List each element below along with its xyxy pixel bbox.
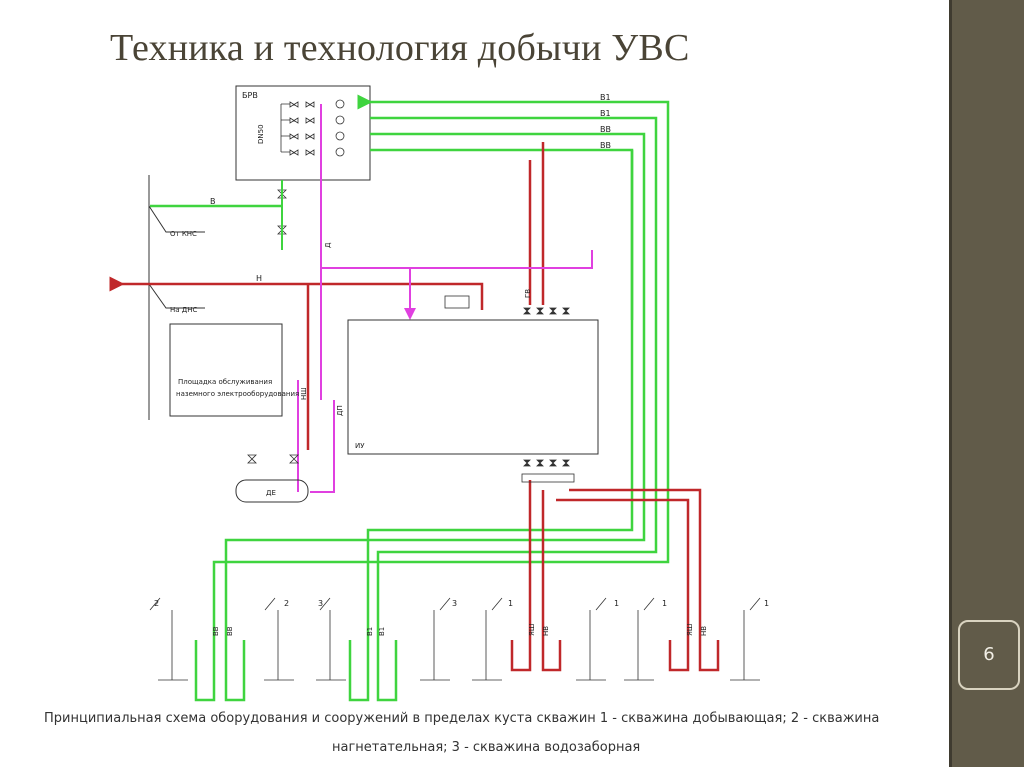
platform-label-2: наземного электрооборудования <box>176 390 299 398</box>
drain-label: Д <box>324 242 332 248</box>
slide-canvas <box>0 0 949 767</box>
green-water-lines <box>150 94 670 640</box>
nsh-label: НШ <box>300 387 308 400</box>
well-number-5: 1 <box>508 599 513 608</box>
well-number-4: 3 <box>452 599 457 608</box>
pair-label-2: ВВ <box>226 626 234 636</box>
iu-top-valves <box>444 295 570 315</box>
water-line-label: В <box>210 197 216 206</box>
brv-label: БРВ <box>242 91 258 100</box>
line-label-3: ВВ <box>600 125 611 134</box>
line-labels: В1 В1 ВВ ВВ В Н От КНС На ДНС <box>170 93 611 314</box>
page-number-badge: 6 <box>958 620 1020 690</box>
dr-label: ДП <box>336 405 344 416</box>
from-kns-label: От КНС <box>170 230 197 238</box>
dn-label: DN50 <box>257 124 265 144</box>
iu-block: ИУ НШ ДП Д ГВ <box>300 242 599 483</box>
page-number: 6 <box>983 644 995 665</box>
gv-label: ГВ <box>524 289 532 298</box>
red-oil-lines <box>109 142 702 640</box>
well-heads <box>149 597 761 681</box>
pair-label-7: ЯШ <box>686 624 694 636</box>
kns-valves <box>277 180 287 250</box>
well-number-7: 1 <box>662 599 667 608</box>
pair-label-4: В1 <box>378 627 386 636</box>
brv-block: БРВ DN50 <box>235 85 371 290</box>
line-label-1: В1 <box>600 93 611 102</box>
platform-label-1: Площадка обслуживания <box>178 378 272 386</box>
well-number-8: 1 <box>764 599 769 608</box>
well-loops-green <box>194 640 398 702</box>
pair-label-5: ЯШ <box>528 624 536 636</box>
well-number-1: 2 <box>154 599 159 608</box>
line-label-4: ВВ <box>600 141 611 150</box>
brv-valve-row <box>289 99 345 157</box>
left-boundary <box>148 175 205 420</box>
magenta-drain-lines <box>297 250 593 493</box>
pair-label-3: В1 <box>366 627 374 636</box>
well-number-2: 2 <box>284 599 289 608</box>
caption-line-2: нагнетательная; 3 - скважина водозаборна… <box>332 740 641 755</box>
caption-line-1: Принципиальная схема оборудования и соор… <box>44 711 880 726</box>
iu-bottom-valves <box>521 459 575 483</box>
de-label: ДЕ <box>266 489 276 497</box>
drain-tank: ДЕ <box>235 454 309 503</box>
well-number-6: 1 <box>614 599 619 608</box>
platform-box: Площадка обслуживания наземного электроо… <box>169 323 299 417</box>
slide-title: Техника и технология добычи УВС <box>110 27 690 69</box>
pair-label-1: ВВ <box>212 626 220 636</box>
oil-line-label: Н <box>256 274 262 283</box>
iu-label: ИУ <box>355 442 365 450</box>
well-loops-red <box>510 640 720 672</box>
pair-label-6: НВ <box>542 626 550 636</box>
well-numbers: 2 2 3 3 1 1 1 1 <box>154 599 769 608</box>
bottom-pair-labels: ВВ ВВ В1 В1 ЯШ НВ ЯШ НВ <box>212 624 708 636</box>
well-number-3: 3 <box>318 599 323 608</box>
well-cluster-diagram: БРВ DN50 В1 В1 ВВ ВВ В Н От КНС На ДН <box>109 85 769 702</box>
line-label-2: В1 <box>600 109 611 118</box>
sidebar-edge <box>949 0 952 767</box>
to-dns-label: На ДНС <box>170 306 198 314</box>
pair-label-8: НВ <box>700 626 708 636</box>
